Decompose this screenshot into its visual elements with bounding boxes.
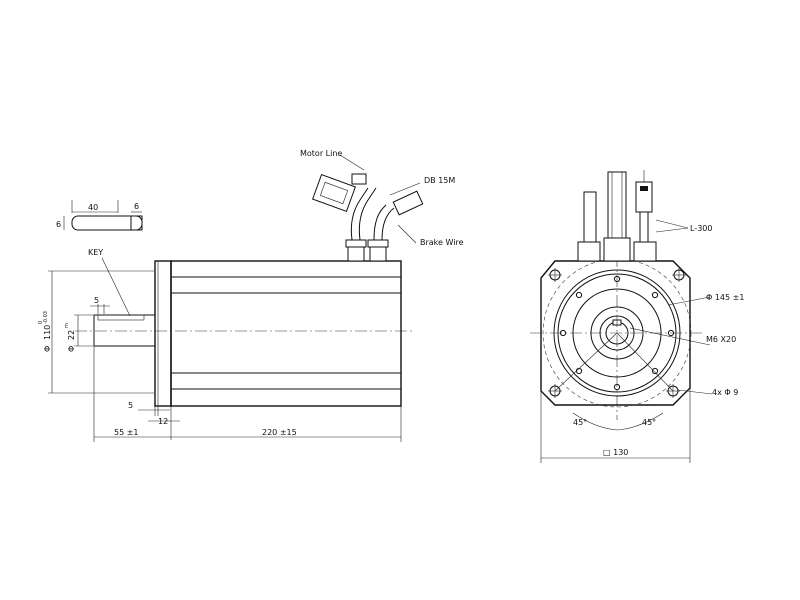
brake-wire-cable — [373, 204, 387, 241]
spigot-dia-symbol: Φ — [43, 346, 52, 352]
shaft-dia-dim: 22 — [67, 330, 76, 340]
pcd-dim: Φ 145 ±1 — [706, 293, 744, 302]
gland-right — [369, 246, 387, 262]
flange-thickness-dim: 5 — [128, 401, 133, 410]
key-width-dim: 6 — [134, 202, 139, 211]
square-dim: □ 130 — [603, 448, 628, 457]
db15m-label: DB 15M — [424, 176, 455, 185]
key-detail: 40 6 6 — [56, 200, 143, 231]
motor-line-label: Motor Line — [300, 149, 342, 158]
thread-dim: M6 X20 — [706, 335, 736, 344]
gland-left — [347, 246, 365, 262]
key-height-dim: 6 — [56, 220, 61, 229]
shaft-dia-symbol: Φ — [67, 346, 76, 352]
keyway-width-dim: 5 — [94, 296, 99, 305]
front-gland-3 — [633, 241, 657, 262]
side-view: Motor Line DB 15M Brake Wire KEY 5 Φ 22 … — [38, 149, 464, 442]
spigot-tol-bot: -0.03 — [43, 311, 49, 324]
key-end-view — [130, 215, 143, 231]
flange-offset-dim: 12 — [158, 417, 168, 426]
front-connector — [635, 170, 653, 243]
body-length-dim: 220 ±15 — [262, 428, 297, 437]
spigot-tol-top: 0 — [38, 321, 44, 324]
front-cable-1 — [583, 191, 597, 243]
brake-connector — [392, 190, 424, 216]
shaft-length-dim: 55 ±1 — [114, 428, 139, 437]
spigot-dia-dim: 110 — [43, 325, 52, 340]
key-label: KEY — [88, 248, 103, 257]
angle-left-dim: 45° — [573, 418, 587, 427]
front-flange-square — [540, 260, 691, 406]
holes-dim: 4x Φ 9 — [712, 388, 738, 397]
front-cable-2 — [607, 171, 627, 239]
front-view: L-300 Φ 145 ±1 M6 X20 4x Φ 9 45° 45° □ 1… — [530, 170, 744, 463]
flange — [154, 260, 172, 407]
keyway — [97, 314, 145, 321]
shaft — [93, 314, 156, 347]
motor-body — [170, 260, 402, 407]
angle-right-dim: 45° — [642, 418, 656, 427]
db15m-connector — [311, 173, 367, 213]
l300-label: L-300 — [690, 224, 712, 233]
front-gland-2 — [603, 237, 631, 262]
motor-line-cable — [350, 187, 369, 241]
front-gland-1 — [577, 241, 601, 262]
shaft-tol: m — [64, 323, 70, 328]
key-length-dim: 40 — [88, 203, 98, 212]
brake-wire-label: Brake Wire — [420, 238, 464, 247]
